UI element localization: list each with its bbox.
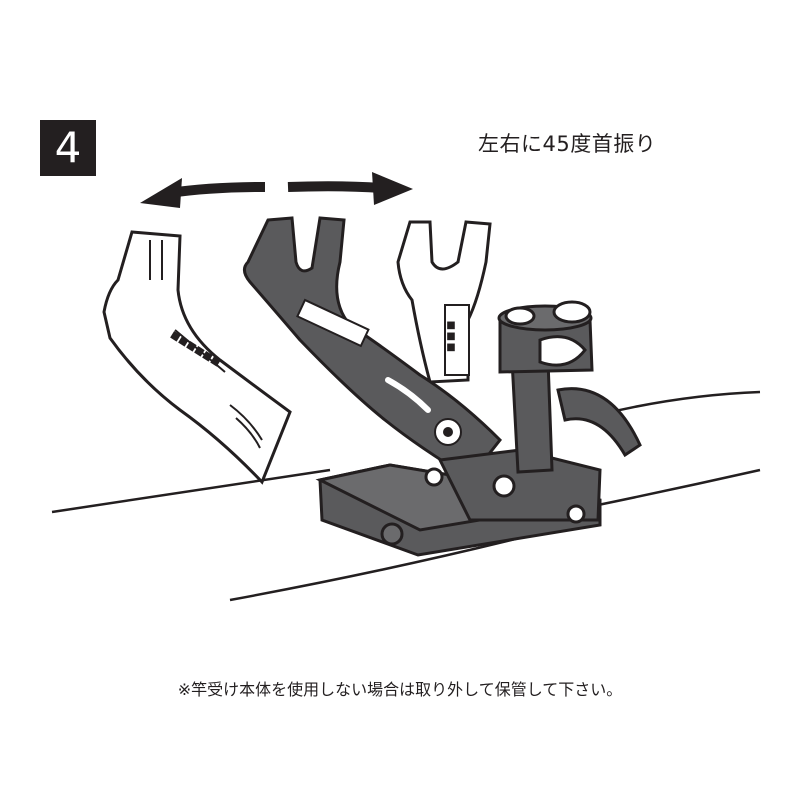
storage-note: ※竿受け本体を使用しない場合は取り外して保管して下さい。 [177, 680, 623, 699]
base-mount [315, 448, 602, 557]
svg-text:■■■: ■■■ [446, 320, 457, 353]
arm-center-position [243, 216, 503, 480]
right-arrow-icon [287, 172, 413, 205]
step-number-badge: 4 [40, 120, 96, 176]
rotation-caption: 左右に45度首振り [478, 132, 657, 156]
arm-left-position: ■■■■■■ [102, 230, 292, 485]
clamp-post [497, 300, 642, 474]
left-arrow-icon [140, 178, 266, 208]
arm-right-position: ■■■ [396, 220, 492, 384]
